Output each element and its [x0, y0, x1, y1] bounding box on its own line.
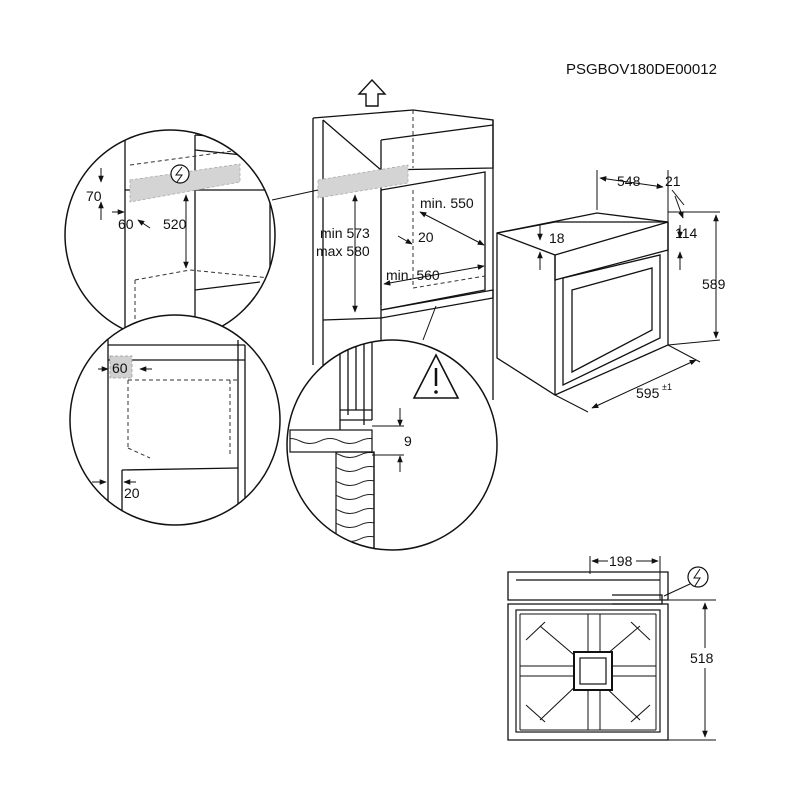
cabinet-dimensions: min 573 max 580 min. 550 20 min. 560 — [271, 189, 485, 341]
min-depth-label: min. 550 — [420, 195, 474, 211]
document-code: PSGBOV180DE00012 — [566, 61, 717, 78]
detail-middle-circle: 60 20 — [69, 314, 281, 526]
detail-top-label-b: 60 — [118, 216, 134, 232]
plan-offset-label: 198 — [609, 553, 633, 569]
detail-top-label-a: 70 — [86, 188, 102, 204]
oven-width-tolerance: ±1 — [662, 382, 672, 392]
hob-plan: 198 518 — [507, 552, 720, 741]
plan-depth-label: 518 — [690, 650, 714, 666]
detail-top-label-c: 520 — [163, 216, 187, 232]
gap-label: 20 — [418, 229, 434, 245]
oven-front-label: 21 — [665, 173, 681, 189]
max-height-label: max 580 — [316, 243, 370, 259]
oven-dimensions: 548 21 18 114 589 595 ±1 — [537, 170, 726, 413]
detail-mid-label-a: 60 — [112, 360, 128, 376]
warning-icon — [412, 353, 460, 399]
oven-panel-label: 114 — [675, 225, 698, 241]
detail-mid-label-b: 20 — [124, 485, 140, 501]
power-plug-icon — [663, 566, 709, 597]
detail-top-circle: 70 60 520 — [64, 129, 276, 341]
oven-depth-label: 548 — [617, 173, 641, 189]
detail-wall-circle: 9 — [286, 339, 498, 551]
power-plug-icon — [170, 164, 190, 184]
oven-top-label: 18 — [549, 230, 565, 246]
lift-arrow-icon — [357, 78, 387, 107]
oven-width-label: 595 — [636, 385, 660, 401]
min-height-label: min 573 — [320, 225, 370, 241]
detail-wall-label-gap: 9 — [404, 433, 412, 449]
oven-height-label: 589 — [702, 276, 726, 292]
oven-drawing — [496, 212, 669, 396]
